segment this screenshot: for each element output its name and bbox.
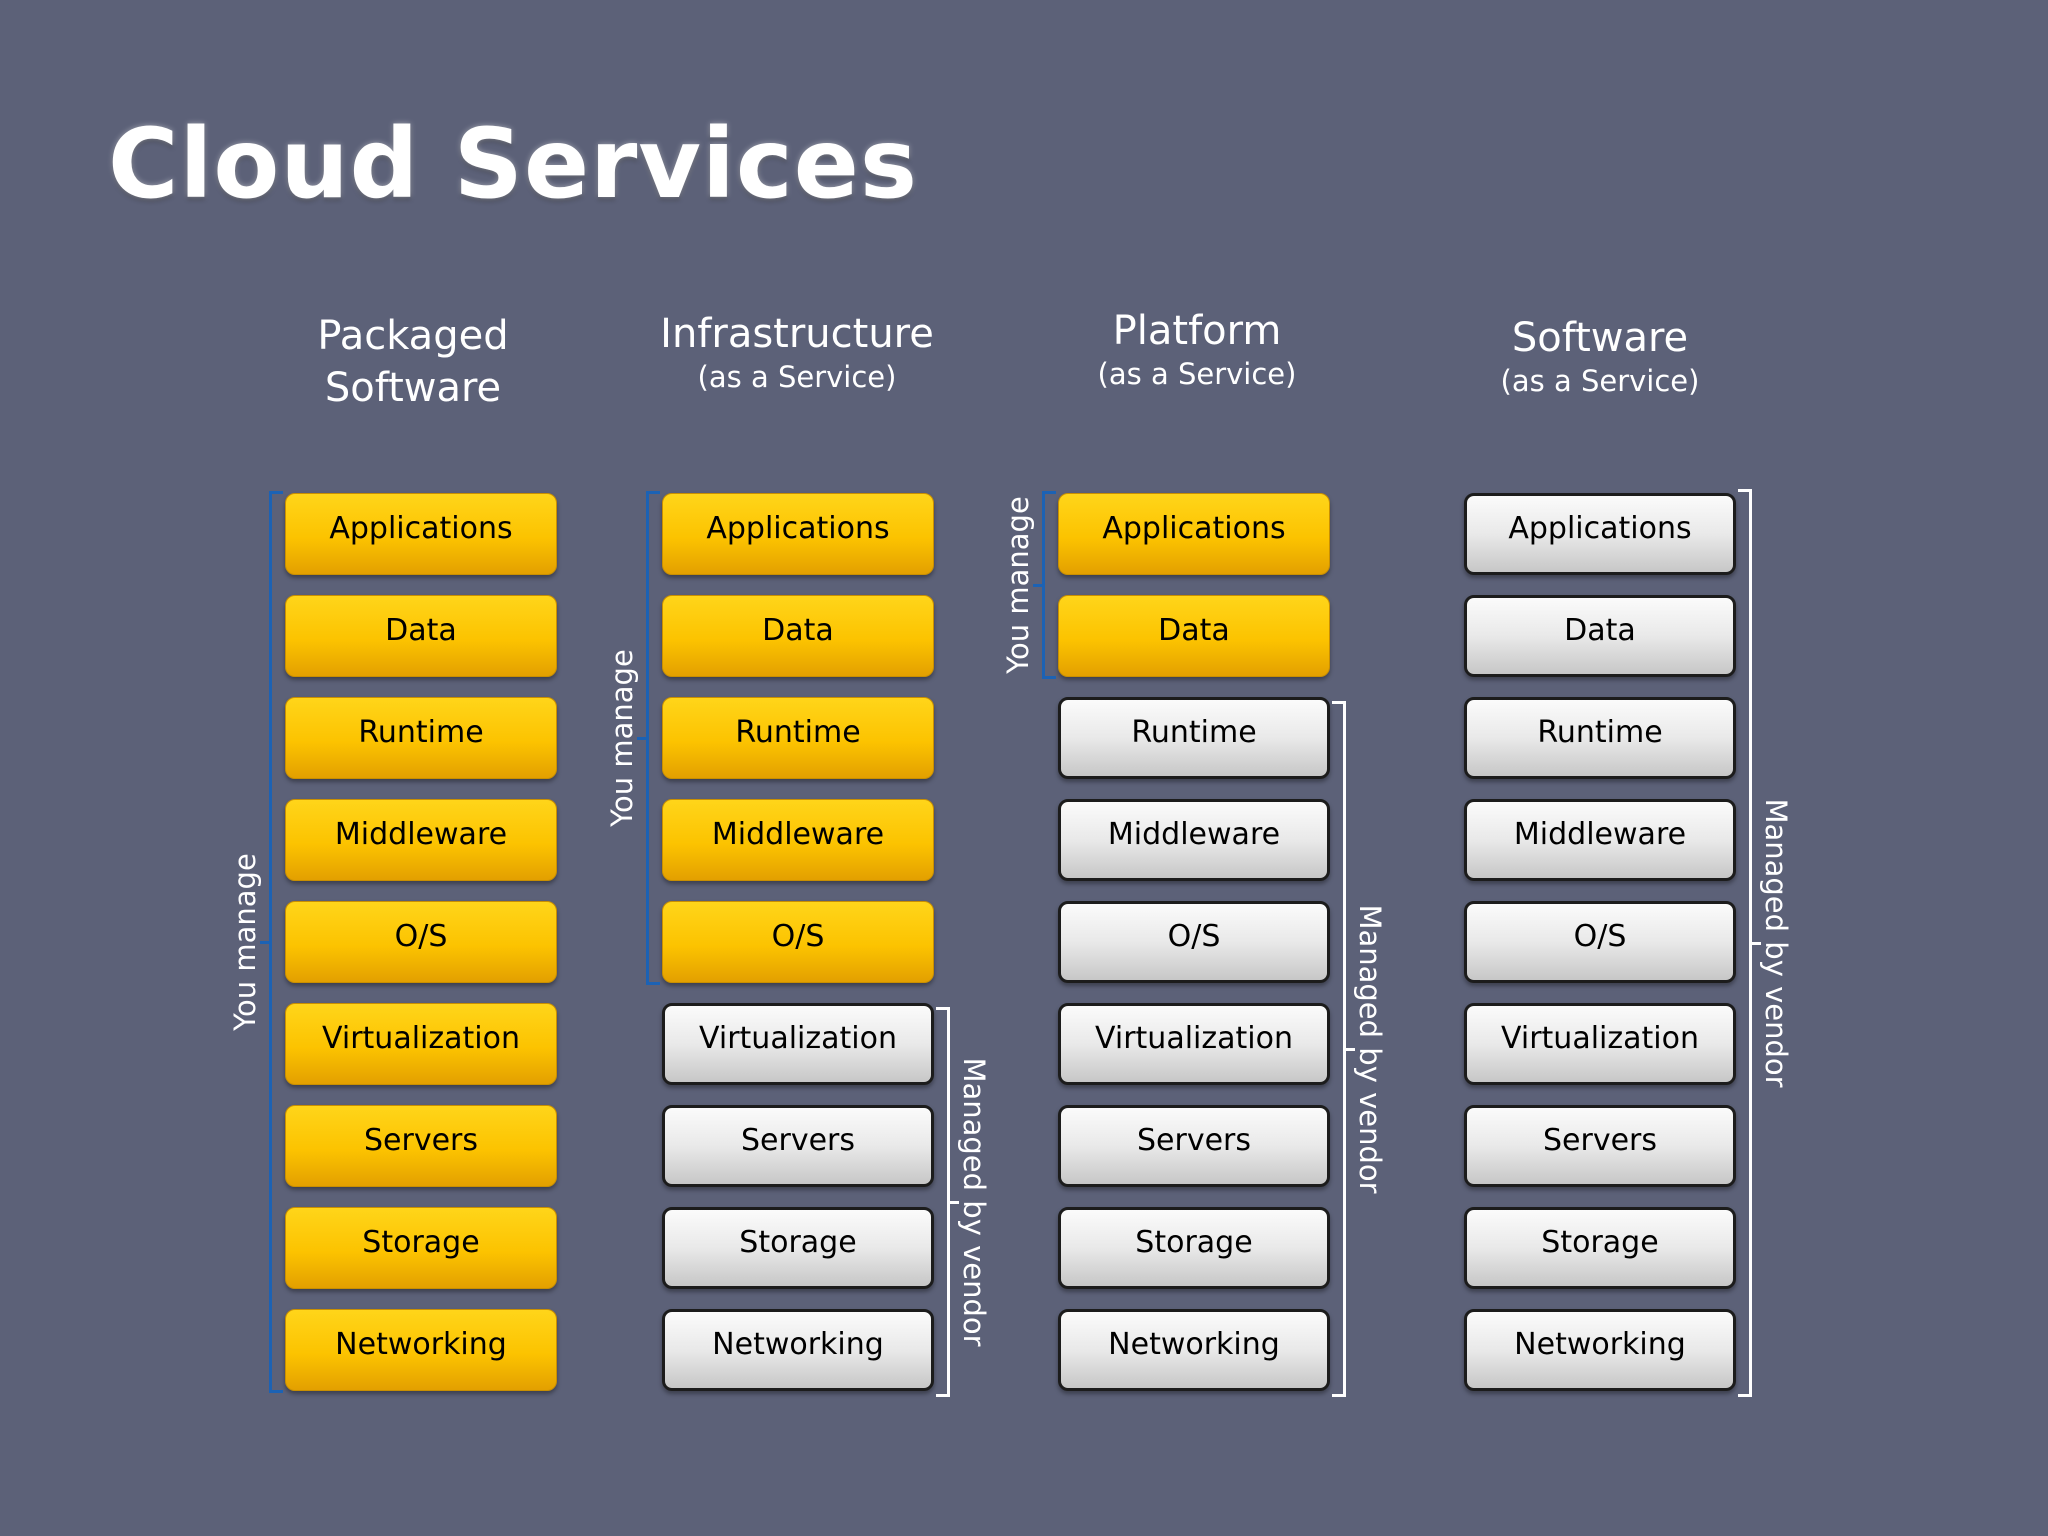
paas-layer-middleware: Middleware xyxy=(1058,799,1330,881)
paas-managed-by-vendor-label: Managed by vendor xyxy=(1353,904,1387,1194)
paas-heading: Platform(as a Service) xyxy=(987,305,1407,391)
iaas-layer-runtime: Runtime xyxy=(662,697,934,779)
saas-layer-applications: Applications xyxy=(1464,493,1736,575)
packaged-software-layer-runtime: Runtime xyxy=(285,697,557,779)
saas-managed-by-vendor-label: Managed by vendor xyxy=(1759,798,1793,1088)
column-title: Packaged Software xyxy=(317,313,509,411)
column-subtitle: (as a Service) xyxy=(1500,364,1700,398)
page-title: Cloud Services xyxy=(108,108,919,220)
packaged-software-heading: Packaged Software xyxy=(203,310,623,414)
saas-managed-by-vendor-bracket xyxy=(1738,489,1761,1397)
saas-heading: Software(as a Service) xyxy=(1390,312,1810,398)
packaged-software-layer-middleware: Middleware xyxy=(285,799,557,881)
paas-layer-applications: Applications xyxy=(1058,493,1330,575)
saas-layer-networking: Networking xyxy=(1464,1309,1736,1391)
packaged-software-you-manage-label: You manage xyxy=(228,853,262,1031)
column-title: Software xyxy=(1511,315,1689,361)
saas-layer-runtime: Runtime xyxy=(1464,697,1736,779)
paas-layer-runtime: Runtime xyxy=(1058,697,1330,779)
iaas-layer-storage: Storage xyxy=(662,1207,934,1289)
iaas-layer-networking: Networking xyxy=(662,1309,934,1391)
paas-managed-by-vendor-bracket xyxy=(1332,701,1355,1397)
saas-layer-virtualization: Virtualization xyxy=(1464,1003,1736,1085)
paas-layer-networking: Networking xyxy=(1058,1309,1330,1391)
paas-you-manage-bracket xyxy=(1033,491,1056,679)
iaas-managed-by-vendor-bracket xyxy=(936,1007,959,1397)
column-title: Infrastructure xyxy=(660,311,934,357)
packaged-software-layer-servers: Servers xyxy=(285,1105,557,1187)
iaas-layer-middleware: Middleware xyxy=(662,799,934,881)
iaas-layer-applications: Applications xyxy=(662,493,934,575)
saas-layer-storage: Storage xyxy=(1464,1207,1736,1289)
packaged-software-layer-applications: Applications xyxy=(285,493,557,575)
saas-layer-o-s: O/S xyxy=(1464,901,1736,983)
packaged-software-layer-networking: Networking xyxy=(285,1309,557,1391)
packaged-software-layer-virtualization: Virtualization xyxy=(285,1003,557,1085)
packaged-software-layer-o-s: O/S xyxy=(285,901,557,983)
paas-layer-virtualization: Virtualization xyxy=(1058,1003,1330,1085)
iaas-heading: Infrastructure(as a Service) xyxy=(587,308,1007,394)
iaas-you-manage-bracket xyxy=(637,491,660,985)
packaged-software-you-manage-bracket xyxy=(260,491,283,1393)
saas-layer-servers: Servers xyxy=(1464,1105,1736,1187)
packaged-software-layer-storage: Storage xyxy=(285,1207,557,1289)
paas-layer-o-s: O/S xyxy=(1058,901,1330,983)
column-subtitle: (as a Service) xyxy=(697,360,897,394)
iaas-layer-virtualization: Virtualization xyxy=(662,1003,934,1085)
iaas-layer-data: Data xyxy=(662,595,934,677)
saas-layer-data: Data xyxy=(1464,595,1736,677)
paas-layer-servers: Servers xyxy=(1058,1105,1330,1187)
column-title: Platform xyxy=(1112,308,1282,354)
iaas-you-manage-label: You manage xyxy=(605,649,639,827)
paas-you-manage-label: You manage xyxy=(1001,496,1035,674)
paas-layer-data: Data xyxy=(1058,595,1330,677)
iaas-layer-servers: Servers xyxy=(662,1105,934,1187)
saas-layer-middleware: Middleware xyxy=(1464,799,1736,881)
packaged-software-layer-data: Data xyxy=(285,595,557,677)
iaas-managed-by-vendor-label: Managed by vendor xyxy=(957,1057,991,1347)
iaas-layer-o-s: O/S xyxy=(662,901,934,983)
paas-layer-storage: Storage xyxy=(1058,1207,1330,1289)
column-subtitle: (as a Service) xyxy=(1097,357,1297,391)
